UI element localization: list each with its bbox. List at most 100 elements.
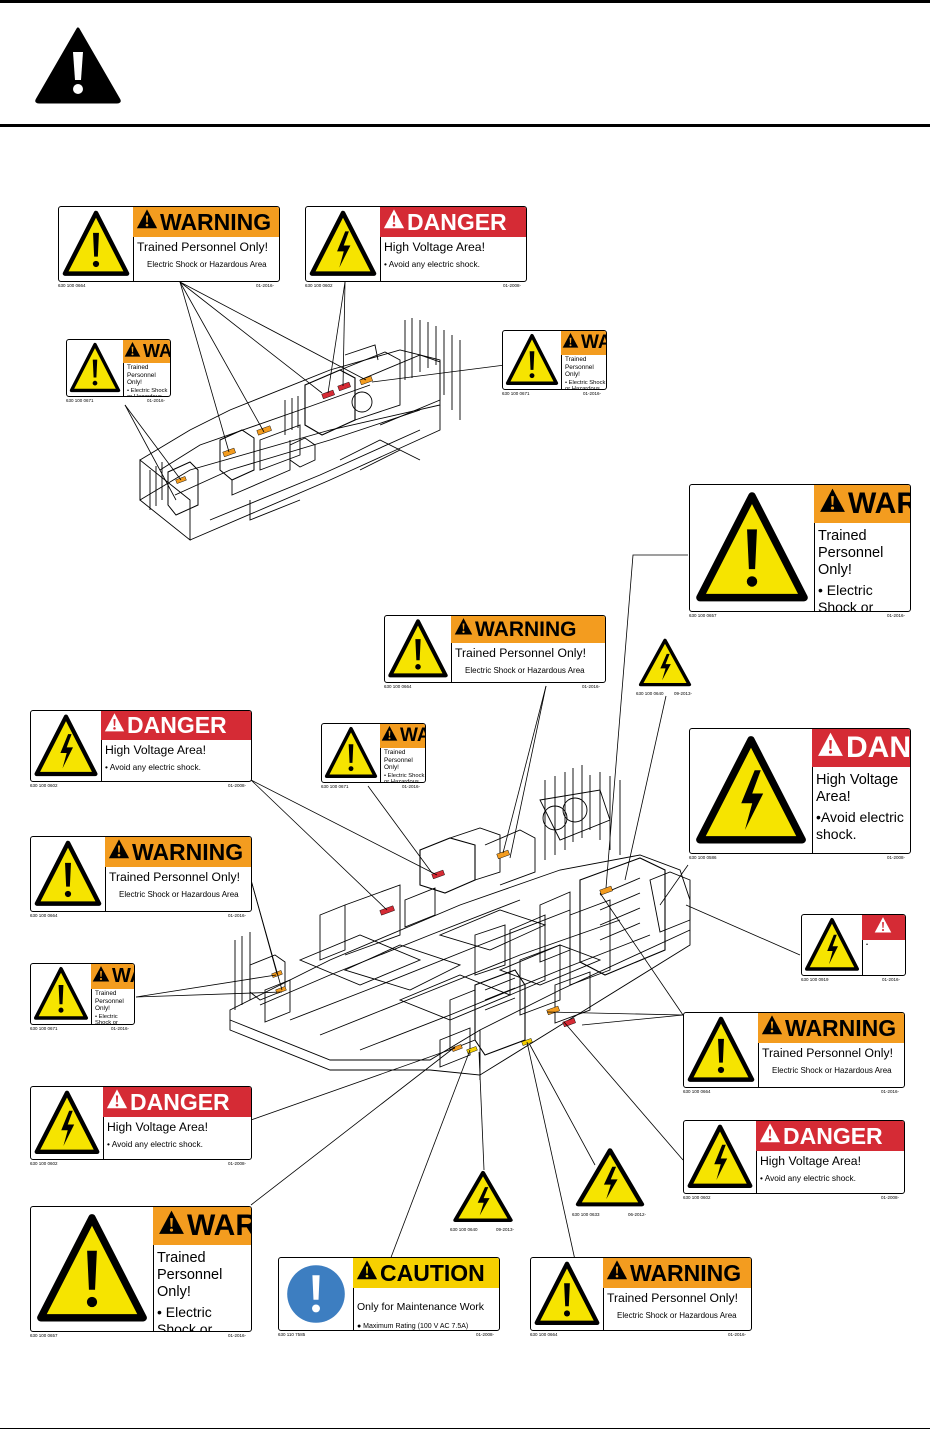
label-line-2: •Avoid electric shock. xyxy=(816,809,904,842)
lightning-bolt-icon xyxy=(684,1121,757,1193)
label-header-text: DANGER xyxy=(846,731,910,764)
bottom-rule xyxy=(0,1428,930,1429)
top-rule xyxy=(0,0,930,3)
label-line-2: ● Maximum Rating (100 V AC 7.5A) xyxy=(357,1323,469,1331)
label-header-text: WARNING xyxy=(143,341,170,361)
label-header-text: DANGER xyxy=(783,1122,883,1149)
lightning-bolt-icon xyxy=(31,1087,104,1159)
label-line-2: • Avoid any electric shock. xyxy=(107,1139,203,1150)
label-line-2: • Electric Shock or Hazardous Area xyxy=(565,379,606,390)
label-header: DANGER xyxy=(103,1087,251,1117)
exclamation-icon xyxy=(322,724,381,782)
high-voltage-triangle-icon xyxy=(636,636,694,690)
label-header: WARNING xyxy=(380,724,425,748)
label-code: 630 100 0919 xyxy=(801,977,829,982)
label-header-text: WARNING xyxy=(475,617,577,641)
label-code: 630 100 0664 xyxy=(530,1332,558,1337)
label-header-text: WARNING xyxy=(132,838,244,865)
exclamation-icon xyxy=(67,340,124,396)
warning-triangle-icon xyxy=(562,332,579,355)
safety-label-warning: WARNING Trained Personnel Only! Electric S… xyxy=(384,615,606,683)
label-date: 01-2016- xyxy=(882,977,901,982)
label-header: WARNING xyxy=(105,837,251,867)
lightning-bolt-icon xyxy=(690,729,813,853)
warning-triangle-icon xyxy=(136,208,158,236)
label-code: 630 100 0602 xyxy=(305,283,333,288)
label-code: 630 100 0657 xyxy=(689,613,717,618)
label-date: 01-2008- xyxy=(881,1195,900,1200)
label-line-1: High Voltage Area! xyxy=(105,743,206,757)
lightning-bolt-icon xyxy=(802,915,863,975)
label-line-1: High Voltage Area! xyxy=(384,240,485,254)
label-header: DANGER xyxy=(756,1121,904,1151)
label-header: WARNING xyxy=(451,616,605,643)
label-line-2: • Electric Shock or Hazardous Area xyxy=(95,1013,118,1025)
safety-label-warning: WARNING Trained Personnel Only! Electric S… xyxy=(30,836,252,912)
label-code: 630 100 0664 xyxy=(58,283,86,288)
label-line-1: Trained Personnel Only! xyxy=(455,646,586,660)
label-line-1: High Voltage Area! xyxy=(760,1154,861,1168)
label-header: WARNING xyxy=(758,1013,904,1043)
label-line-2: Electric Shock or Hazardous Area xyxy=(465,666,585,676)
warning-triangle-icon xyxy=(606,1259,628,1287)
label-header: WARNING xyxy=(133,207,279,237)
label-code: 630 100 0602 xyxy=(30,783,58,788)
label-header-text: WARNING xyxy=(630,1259,742,1286)
label-header: WARNING xyxy=(123,340,170,363)
label-header-text: WARNING xyxy=(160,208,272,235)
label-header-text: WARNING xyxy=(112,965,134,987)
label-line-2: Electric Shock or Hazardous Area xyxy=(119,890,239,900)
label-header: DANGER xyxy=(101,711,251,740)
label-line-2: • Avoid any electric shock. xyxy=(384,259,480,270)
label-date: 09-2013- xyxy=(674,691,693,696)
label-code: 630 100 0633 xyxy=(572,1212,600,1217)
label-date: 01-2016- xyxy=(881,1089,900,1094)
label-line-2: Electric Shock or Hazardous Area xyxy=(617,1311,737,1321)
label-date: 01-2016- xyxy=(582,684,601,689)
safety-label-danger-blank: • xyxy=(801,914,906,976)
label-line-1: Trained Personnel Only! xyxy=(157,1250,223,1301)
label-date: 01-2016- xyxy=(228,913,247,918)
label-header-text: WARNING xyxy=(400,725,425,746)
label-line-1: Trained Personnel Only! xyxy=(818,528,884,579)
exclamation-icon xyxy=(31,837,106,911)
label-header: CAUTION xyxy=(353,1258,499,1288)
label-code: 630 100 0640 xyxy=(636,691,664,696)
label-line-2: • Avoid any electric shock. xyxy=(105,762,201,773)
label-code: 630 100 0664 xyxy=(683,1089,711,1094)
warning-triangle-icon xyxy=(104,712,125,739)
label-code: 630 100 0640 xyxy=(450,1227,478,1232)
high-voltage-triangle-icon xyxy=(572,1145,648,1211)
label-code: 630 110 7585 xyxy=(278,1332,306,1337)
label-line-1: Trained Personnel Only! xyxy=(109,870,240,884)
exclamation-icon xyxy=(684,1013,759,1087)
label-date: 01-2016- xyxy=(111,1026,130,1031)
label-line-2: • Electric Shock or Hazardous Area xyxy=(384,772,425,783)
exclamation-icon xyxy=(690,485,815,611)
label-date: 01-2016- xyxy=(256,283,275,288)
label-line-2: • Avoid any electric shock. xyxy=(760,1173,856,1184)
warning-triangle-icon xyxy=(819,487,846,522)
label-line-2: • Electric Shock or Hazardous Area xyxy=(818,582,874,612)
label-header: WARNING xyxy=(153,1207,251,1245)
warning-triangle-icon xyxy=(158,1209,185,1244)
warning-triangle-icon xyxy=(356,1259,378,1287)
label-header-text: WARNING xyxy=(187,1209,251,1242)
exclamation-icon xyxy=(31,964,92,1024)
label-code: 630 100 0671 xyxy=(30,1026,58,1031)
label-header-text: DANGER xyxy=(407,208,507,235)
label-code: 630 100 0657 xyxy=(30,1333,58,1338)
label-code: 630 100 0671 xyxy=(321,784,349,789)
label-header: WARNING xyxy=(603,1258,751,1288)
warning-triangle-icon xyxy=(759,1122,781,1150)
